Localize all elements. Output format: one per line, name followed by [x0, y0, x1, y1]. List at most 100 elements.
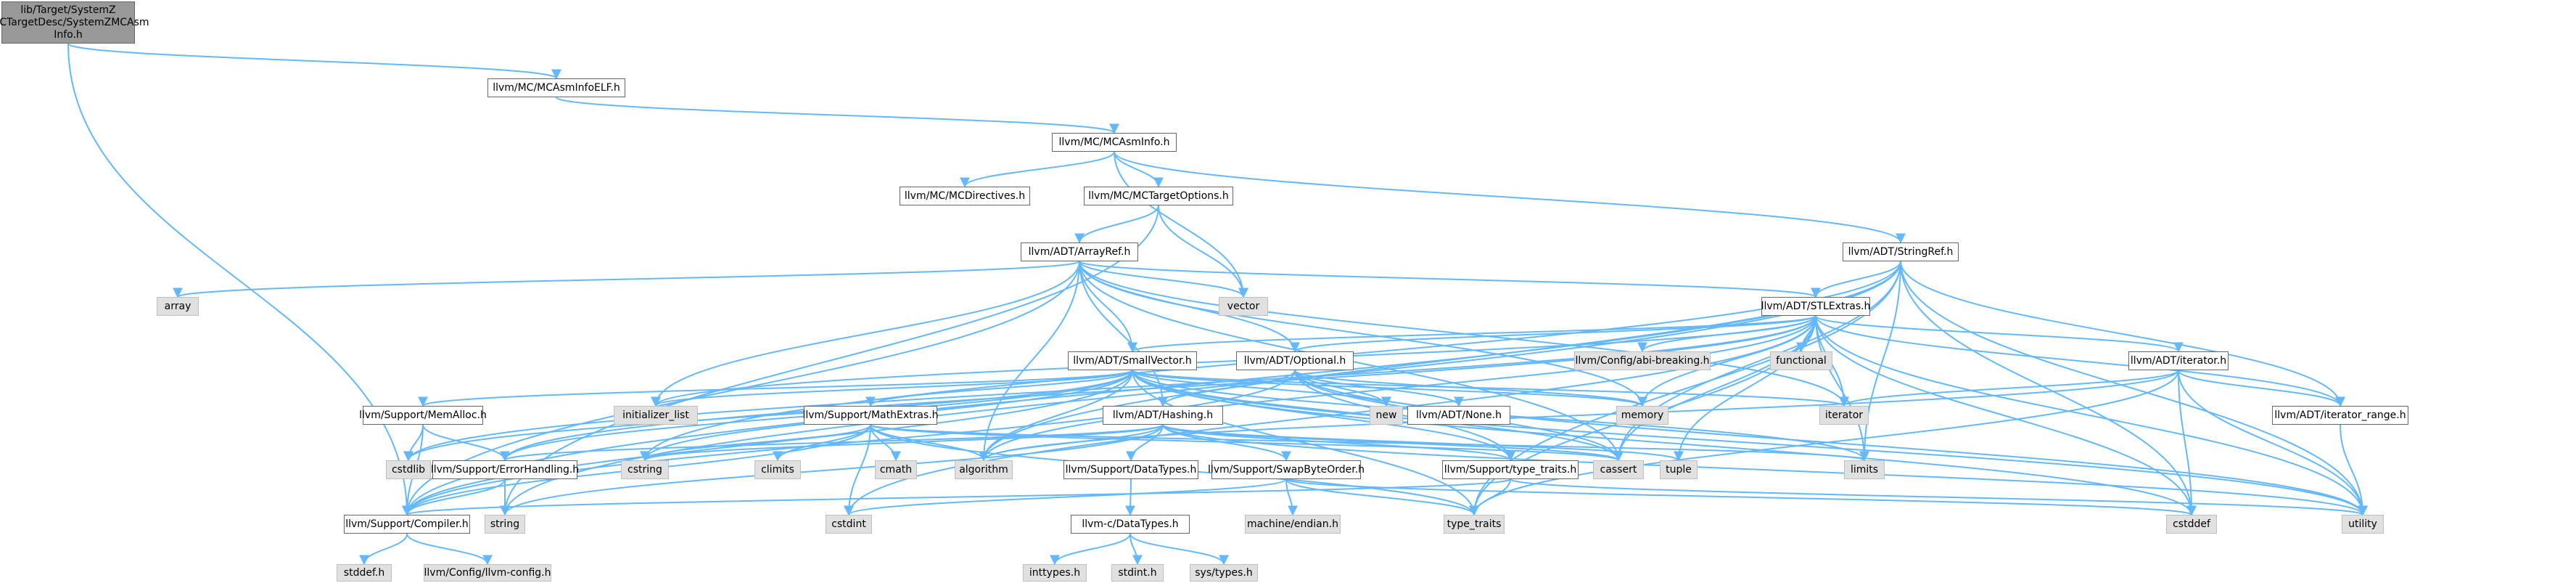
edge-stringref-h-to-limits — [1859, 261, 1901, 462]
edge-hashing-h-to-string — [500, 424, 1164, 516]
edge-compiler-h-to-llvm-config-h — [406, 533, 493, 566]
edge-stlextras-h-to-cstddef — [1815, 315, 2197, 516]
node-iterator[interactable]: iterator — [1819, 406, 1869, 425]
node-inttypes-h[interactable]: inttypes.h — [1023, 564, 1087, 582]
node-iterator-h[interactable]: llvm/ADT/iterator.h — [2128, 351, 2229, 370]
node-hashing-h[interactable]: llvm/ADT/Hashing.h — [1103, 406, 1223, 425]
node-cstdint[interactable]: cstdint — [826, 515, 872, 534]
edge-iterator-h-to-utility — [2178, 370, 2368, 516]
edge-hashing-h-to-utility — [1162, 424, 2368, 516]
node-string[interactable]: string — [485, 515, 525, 534]
edge-stlextras-h-to-cassert — [1613, 315, 1816, 462]
node-none-h[interactable]: llvm/ADT/None.h — [1407, 406, 1510, 425]
edge-arrayref-h-to-vector — [1079, 261, 1248, 298]
node-array[interactable]: array — [157, 297, 199, 316]
edge-optional-h-to-memory — [1294, 370, 1647, 407]
node-machine-endian-h[interactable]: machine/endian.h — [1245, 515, 1341, 534]
node-functional[interactable]: functional — [1770, 351, 1832, 370]
node-type-traits[interactable]: type_traits — [1444, 515, 1505, 534]
node-swapbyteorder-h[interactable]: llvm/Support/SwapByteOrder.h — [1208, 460, 1365, 479]
edge-stlextras-h-to-iterator-h — [1815, 315, 2184, 353]
edge-llvm-c-datatypes-h-to-stdint-h — [1129, 533, 1143, 566]
edge-stlextras-h-to-utility — [1815, 315, 2368, 516]
node-optional-h[interactable]: llvm/ADT/Optional.h — [1236, 351, 1354, 370]
node-iterator-range-h[interactable]: llvm/ADT/iterator_range.h — [2272, 406, 2408, 425]
edge-mctargetoptions-h-to-vector — [1158, 205, 1248, 298]
edge-hashing-h-to-algorithm — [979, 424, 1164, 462]
edge-iterator-h-to-iterator-range-h — [2178, 370, 2345, 407]
edge-smallvector-h-to-memory — [1132, 370, 1647, 407]
node-initializer-list[interactable]: initializer_list — [614, 406, 698, 425]
edge-compiler-h-to-stddef-h — [359, 533, 408, 566]
node-cassert[interactable]: cassert — [1593, 460, 1644, 479]
edge-mathextras-h-to-cstring — [640, 424, 871, 462]
node-sys-types-h[interactable]: sys/types.h — [1190, 564, 1258, 582]
node-mcasminfo-h[interactable]: llvm/MC/MCAsmInfo.h — [1052, 133, 1177, 152]
edge-memalloc-h-to-errorhandling-h — [422, 424, 510, 462]
edge-mathextras-h-to-cstdint — [844, 424, 871, 516]
edge-hashing-h-to-cstring — [640, 424, 1164, 462]
node-cstdlib[interactable]: cstdlib — [386, 460, 431, 479]
node-algorithm[interactable]: algorithm — [955, 460, 1013, 479]
node-cmath[interactable]: cmath — [875, 460, 917, 479]
edge-arrayref-h-to-array — [173, 261, 1080, 298]
root-label-line1: lib/Target/SystemZ — [20, 4, 116, 16]
edge-arrayref-h-to-algorithm — [979, 261, 1080, 462]
edge-swapbyteorder-h-to-cstddef — [1285, 478, 2197, 516]
edge-iterator-h-to-iterator — [1839, 370, 2179, 407]
edge-mctargetoptions-h-to-arrayref-h — [1074, 205, 1159, 244]
edge-iterator-h-to-type-traits — [1469, 370, 2179, 516]
node-climits[interactable]: climits — [754, 460, 801, 479]
node-type-traits-support-h[interactable]: llvm/Support/type_traits.h — [1442, 460, 1579, 479]
edge-swapbyteorder-h-to-cstdint — [844, 478, 1287, 516]
node-stlextras-h[interactable]: llvm/ADT/STLExtras.h — [1761, 297, 1870, 316]
node-arrayref-h[interactable]: llvm/ADT/ArrayRef.h — [1021, 242, 1138, 261]
edge-smallvector-h-to-cstddef — [1132, 370, 2197, 516]
edge-mathextras-h-to-cmath — [870, 424, 901, 462]
node-mathextras-h[interactable]: llvm/Support/MathExtras.h — [802, 406, 939, 425]
node-memalloc-h[interactable]: llvm/Support/MemAlloc.h — [359, 406, 487, 425]
node-vector[interactable]: vector — [1219, 297, 1268, 316]
node-mctargetoptions-h[interactable]: llvm/MC/MCTargetOptions.h — [1084, 187, 1233, 205]
node-mcdirectives-h[interactable]: llvm/MC/MCDirectives.h — [900, 187, 1030, 205]
edge-smallvector-h-to-initializer-list — [651, 370, 1133, 407]
edge-type-traits-support-h-to-type-traits — [1469, 478, 1511, 516]
node-cstddef[interactable]: cstddef — [2166, 515, 2217, 534]
edge-smallvector-h-to-new — [1132, 370, 1391, 407]
edge-smallvector-h-to-algorithm — [979, 370, 1133, 462]
node-stddef-h[interactable]: stddef.h — [337, 564, 392, 582]
node-llvm-c-datatypes-h[interactable]: llvm-c/DataTypes.h — [1071, 515, 1190, 534]
edge-hashing-h-to-swapbyteorder-h — [1162, 424, 1291, 462]
node-errorhandling-h[interactable]: llvm/Support/ErrorHandling.h — [431, 460, 579, 479]
node-compiler-h[interactable]: llvm/Support/Compiler.h — [344, 515, 470, 534]
node-systemzmcasminfo-h[interactable]: lib/Target/SystemZ /MCTargetDesc/SystemZ… — [0, 1, 149, 44]
edge-arrayref-h-to-smallvector-h — [1079, 261, 1137, 353]
edge-memalloc-h-to-cstdlib — [403, 424, 424, 462]
edge-hashing-h-to-errorhandling-h — [500, 424, 1164, 462]
node-stringref-h[interactable]: llvm/ADT/StringRef.h — [1843, 242, 1959, 261]
edge-iterator-range-h-to-utility — [2340, 424, 2368, 516]
node-utility[interactable]: utility — [2342, 515, 2384, 534]
node-datatypes-support-h[interactable]: llvm/Support/DataTypes.h — [1063, 460, 1198, 479]
edge-datatypes-support-h-to-llvm-c-datatypes-h — [1125, 478, 1136, 516]
node-abi-breaking-h[interactable]: llvm/Config/abi-breaking.h — [1574, 351, 1711, 370]
root-label-line2: /MCTargetDesc/SystemZMCAsm — [0, 17, 149, 28]
edge-llvm-c-datatypes-h-to-inttypes-h — [1050, 533, 1131, 566]
node-cstring[interactable]: cstring — [621, 460, 669, 479]
node-new[interactable]: new — [1370, 406, 1403, 425]
edge-stringref-h-to-utility — [1900, 261, 2368, 516]
edge-stlextras-h-to-smallvector-h — [1127, 315, 1816, 353]
node-tuple[interactable]: tuple — [1660, 460, 1698, 479]
node-smallvector-h[interactable]: llvm/ADT/SmallVector.h — [1068, 351, 1197, 370]
node-mcasminfoelf-h[interactable]: llvm/MC/MCAsmInfoELF.h — [487, 78, 625, 97]
edge-mcasminfo-h-to-mctargetoptions-h — [1114, 151, 1164, 188]
node-memory[interactable]: memory — [1616, 406, 1668, 425]
edge-mcasminfo-h-to-stringref-h — [1114, 151, 1906, 244]
edge-stlextras-h-to-tuple — [1674, 315, 1816, 462]
node-limits[interactable]: limits — [1844, 460, 1885, 479]
edge-mcasminfo-h-to-mcdirectives-h — [960, 151, 1115, 188]
node-stdint-h[interactable]: stdint.h — [1111, 564, 1164, 582]
edge-smallvector-h-to-utility — [1132, 370, 2368, 516]
edge-mathextras-h-to-limits — [870, 424, 1869, 462]
node-llvm-config-h[interactable]: llvm/Config/llvm-config.h — [424, 564, 551, 582]
